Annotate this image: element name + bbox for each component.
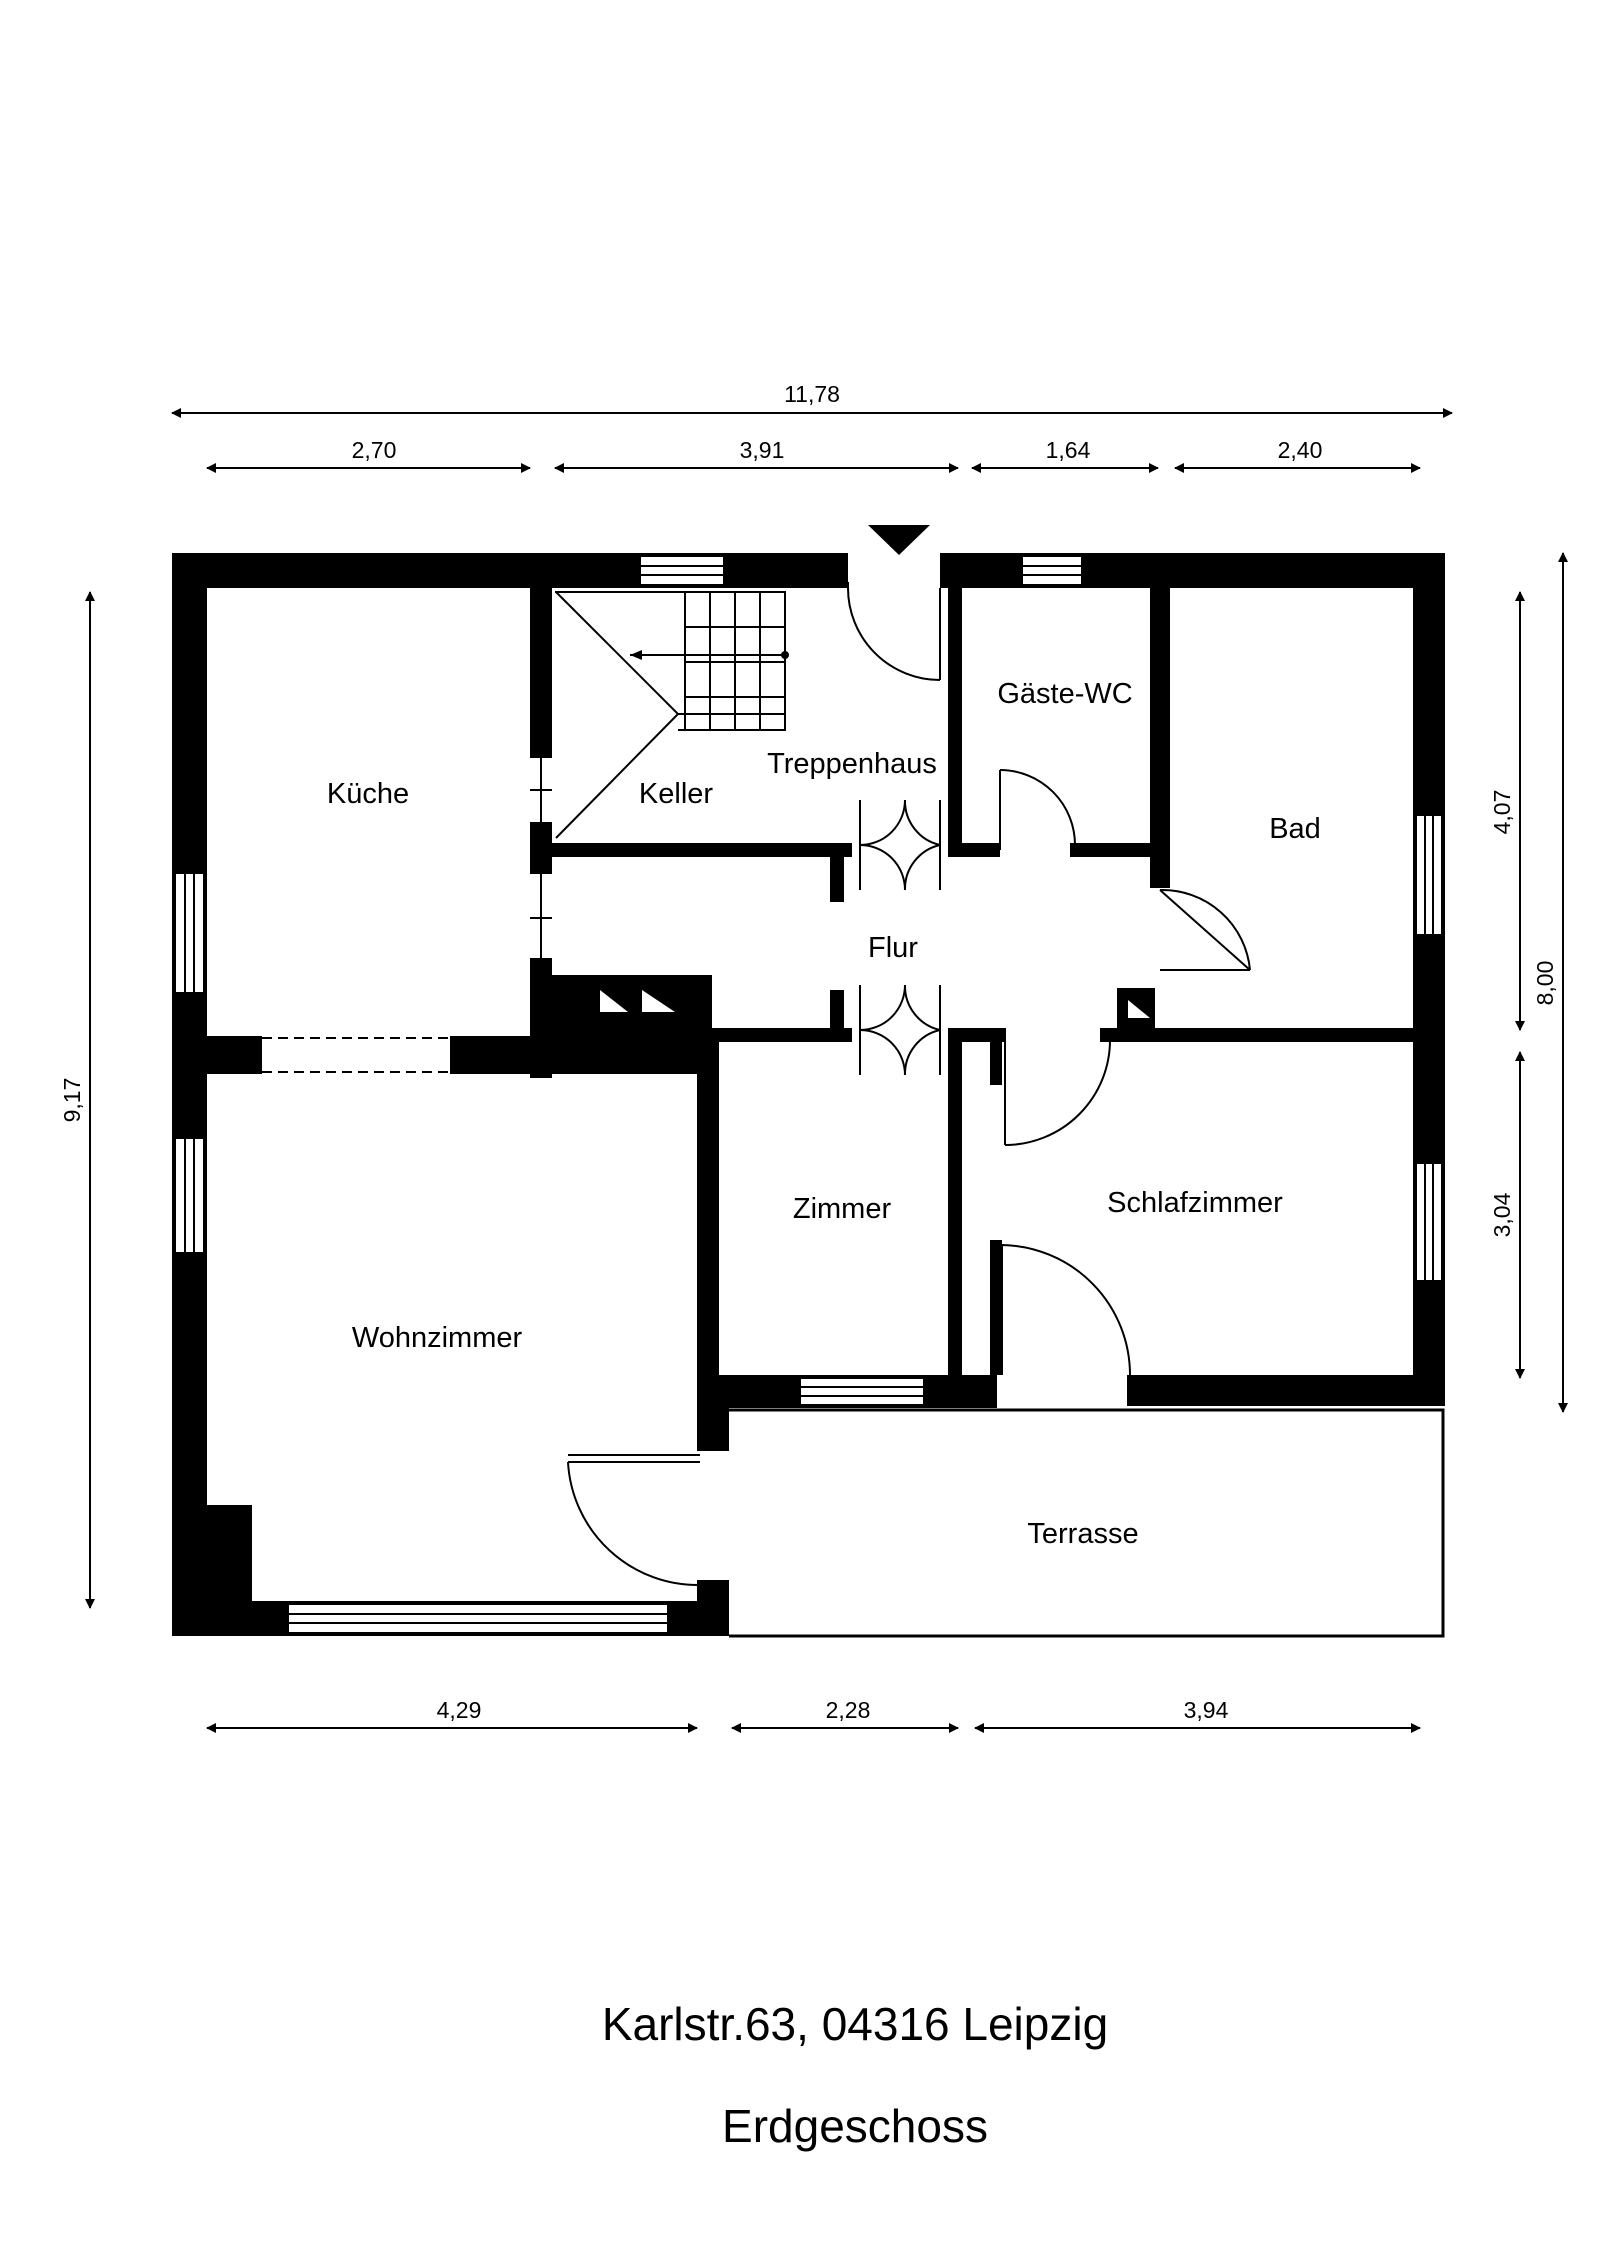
room-keller: Keller — [639, 778, 713, 810]
floor-name: Erdgeschoss — [722, 2100, 988, 2152]
dim-bottom-1: 4,29 — [437, 1697, 482, 1723]
dim-bottom-2: 2,28 — [826, 1697, 871, 1723]
dim-right-upper: 4,07 — [1489, 790, 1515, 835]
staircase — [555, 591, 786, 839]
room-bad: Bad — [1269, 813, 1321, 845]
kitchen-living-opening — [262, 1037, 450, 1073]
dim-top-4: 2,40 — [1278, 437, 1323, 463]
dim-top-3: 1,64 — [1046, 437, 1091, 463]
walls — [172, 553, 1445, 1636]
dim-bottom-3: 3,94 — [1184, 1697, 1229, 1723]
doors — [567, 582, 1445, 1638]
room-labels: Küche Keller Treppenhaus Gäste-WC Bad Fl… — [327, 678, 1321, 1550]
room-terrasse: Terrasse — [1027, 1518, 1138, 1550]
dim-top-2: 3,91 — [740, 437, 785, 463]
address: Karlstr.63, 04316 Leipzig — [602, 1998, 1108, 2050]
room-zimmer: Zimmer — [793, 1193, 892, 1225]
entrance-arrow-icon — [868, 525, 930, 555]
dimension-lines — [85, 408, 1568, 1733]
room-treppenhaus: Treppenhaus — [767, 748, 937, 780]
room-gaeste-wc: Gäste-WC — [997, 678, 1132, 710]
dim-top-1: 2,70 — [352, 437, 397, 463]
wall-ticks — [530, 758, 552, 958]
stair-direction-dot — [781, 651, 789, 659]
room-schlafzimmer: Schlafzimmer — [1107, 1187, 1283, 1219]
dim-right-total: 8,00 — [1532, 961, 1558, 1006]
windows — [174, 555, 1443, 1634]
stair-arrow-icon — [630, 650, 642, 660]
room-kueche: Küche — [327, 778, 409, 810]
dim-left-total: 9,17 — [59, 1078, 85, 1123]
dim-top-total: 11,78 — [784, 381, 840, 407]
dim-right-lower: 3,04 — [1489, 1192, 1515, 1237]
chimney-vents — [600, 990, 1150, 1018]
dimension-labels: 11,78 2,70 3,91 1,64 2,40 4,29 2,28 3,94… — [59, 381, 1558, 1723]
room-flur: Flur — [868, 932, 918, 964]
room-wohnzimmer: Wohnzimmer — [352, 1322, 523, 1354]
